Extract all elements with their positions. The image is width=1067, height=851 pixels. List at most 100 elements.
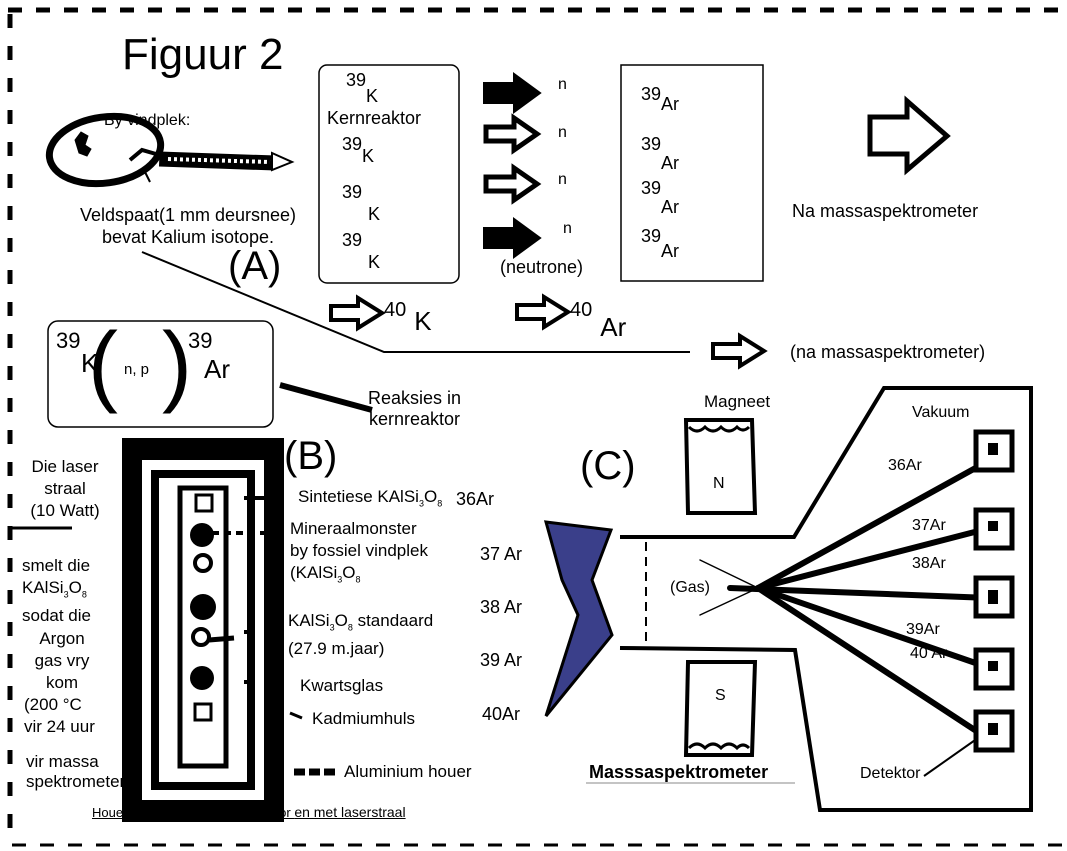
eq-right-mass-number: 39 (188, 328, 213, 353)
laser-line: Die laser (31, 457, 99, 476)
k-symbol: K (362, 146, 375, 166)
page-title: Figuur 2 (122, 30, 284, 79)
legend-synthetic: Sintetiese KAlSi3O8 (298, 487, 443, 509)
legend-cadmium: Kadmiumhuls (312, 709, 415, 728)
k-mass-number: 39 (342, 182, 363, 202)
feldspar-text: Veldspaat(1 mm deursnee) bevat Kalium is… (57, 204, 319, 248)
laser-text-5: vir massa spektrometer (26, 752, 125, 792)
laser-line: (10 Watt) (30, 501, 100, 520)
laser-line: Argon (39, 629, 85, 648)
feldspar-line1: Veldspaat(1 mm deursnee) (79, 205, 297, 225)
magnet-s-label: S (715, 687, 726, 704)
open-paren: ( (88, 315, 118, 415)
standard-line2: (27.9 m.jaar) (288, 639, 385, 659)
laser-text: Die laser straal (10 Watt) (18, 456, 112, 522)
section-a-label: (A) (228, 244, 282, 288)
holder-caption: Houer wat bestraal word in reaktor en me… (92, 805, 406, 819)
laser-line: (200 °C (24, 695, 82, 714)
reactor-label: Kernreaktor (327, 108, 422, 128)
magnet-south (683, 660, 758, 757)
reaction-pointer-line (279, 382, 373, 413)
laser-line: smelt die (22, 556, 91, 575)
ar-symbol: Ar (661, 241, 680, 261)
laser-line: gas vry (34, 651, 90, 670)
magnet-north (683, 418, 758, 515)
isotope-label: 38 Ar (480, 597, 523, 617)
neutron-caption: (neutrone) (500, 257, 584, 277)
neutron-label: n (558, 124, 567, 141)
reactions-line1: Reaksies in (368, 388, 462, 408)
section-c-label: (C) (580, 444, 636, 488)
laser-line: spektrometer (26, 772, 126, 791)
ar40-mass-number: 40 (570, 299, 593, 321)
reactions-label: Reaksies in kernreaktor (368, 388, 461, 430)
gas-label: (Gas) (670, 579, 710, 596)
sample-line3: (KAlSi3O8 (290, 563, 361, 585)
decay-ar: 40Ar (570, 299, 626, 340)
legend-quartz: Kwartsglas (300, 676, 384, 695)
argon-3: 39Ar (641, 178, 679, 216)
sample-line2: by fossiel vindplek (290, 541, 428, 560)
holder-diagram (122, 438, 284, 822)
laser-line: vir 24 uur (24, 717, 95, 736)
k-mass-number: 39 (346, 70, 367, 90)
laser-text-2: smelt die KAlSi3O8 sodat die (22, 555, 91, 627)
argon-2: 39 Ar (641, 135, 679, 172)
beam-label: 36Ar (888, 457, 922, 474)
sample-line1: Mineraalmonster (290, 519, 417, 538)
reactions-line2: kernreaktor (369, 409, 461, 429)
eq-right-symbol: Ar (204, 354, 230, 384)
k-symbol: K (366, 86, 379, 106)
k40-mass-number: 40 (384, 299, 407, 321)
reactor-k-1: 39K (346, 70, 378, 105)
holder-caption-b: en met laserstraal (294, 804, 406, 820)
reactor-k-4: 39 K (342, 231, 380, 271)
to-spectrometer-label: Na massaspektrometer (792, 201, 979, 221)
k-symbol: K (368, 252, 381, 272)
ar-mass-number: 39 (641, 134, 662, 154)
beam-label: 40 Ar (910, 645, 948, 662)
argon-1: 39Ar (641, 84, 679, 113)
laser-line: vir massa (26, 752, 99, 771)
eq-left-symbol: K (81, 348, 99, 378)
beam-label: 37Ar (912, 517, 946, 534)
small-arrow-icon (329, 293, 768, 370)
decay-k: 40 K (384, 299, 432, 334)
close-paren: ) (162, 315, 192, 415)
prism (543, 520, 614, 717)
ar-symbol: Ar (661, 197, 680, 217)
neutron-label: n (563, 220, 572, 237)
isotope-label: 37 Ar (480, 544, 523, 564)
beam-label: 39Ar (906, 621, 940, 638)
ar-mass-number: 39 (641, 178, 662, 198)
beam-label: 38Ar (912, 555, 946, 572)
spectrometer-title: Masssaspektrometer (589, 762, 769, 782)
feldspar-line2: bevat Kalium isotope. (101, 227, 275, 247)
laser-line: KAlSi3O8 (22, 578, 87, 600)
reactor-box (318, 64, 460, 284)
laser-line: straal (44, 479, 86, 498)
k40-symbol: K (414, 306, 432, 336)
isotope-label: 36Ar (456, 489, 495, 509)
eq-left-mass-number: 39 (56, 328, 81, 353)
k-mass-number: 39 (342, 230, 363, 250)
cadmium-line (289, 711, 303, 720)
ar-mass-number: 39 (641, 226, 662, 246)
argon-box (620, 64, 764, 282)
neutron-label: n (558, 171, 567, 188)
dashed-frame (7, 7, 1062, 847)
ion-beams (699, 457, 993, 743)
big-arrow-icon (867, 95, 951, 176)
legend-standard: KAlSi3O8 standaard (27.9 m.jaar) (288, 610, 433, 660)
holder-caption-a: Houer wat bestraal word in reaktor (92, 805, 295, 820)
equation-box (47, 320, 274, 428)
neutron-label: n (558, 76, 567, 93)
ar-mass-number: 39 (641, 84, 662, 104)
magnet-label: Magneet (704, 392, 771, 411)
legend-sample: Mineraalmonster by fossiel vindplek (KAl… (290, 518, 428, 590)
legend-aluminium: Aluminium houer (344, 762, 472, 781)
section-b-label: (B) (284, 434, 338, 478)
isotope-label: 40Ar (482, 704, 521, 724)
decay-line (141, 251, 690, 353)
